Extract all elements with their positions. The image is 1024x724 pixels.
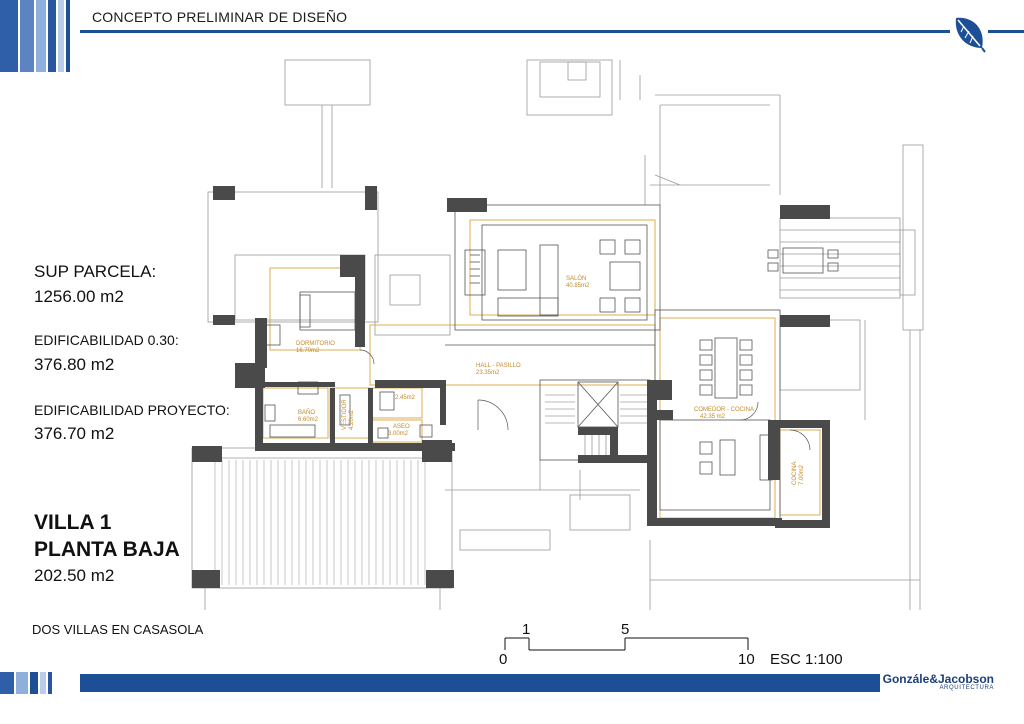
scale-label-5: 5	[621, 621, 629, 638]
leaf-logo-icon	[955, 17, 986, 53]
room-name-salon: SALÓN	[566, 275, 586, 282]
room-area-salon: 40.85m2	[566, 283, 590, 289]
header-left-stripes	[0, 0, 80, 72]
floor-area: 202.50 m2	[34, 566, 115, 585]
project-buildable-value: 376.70 m2	[34, 424, 115, 443]
room-name-dormitorio: DORMITORIO	[296, 341, 335, 347]
project-buildable-label: EDIFICABILIDAD PROYECTO:	[34, 402, 230, 418]
scale-bar	[504, 637, 749, 651]
scale-label-0: 0	[499, 651, 507, 668]
room-name-hall: HALL - PASILLO	[476, 363, 521, 369]
villa-name: VILLA 1	[34, 511, 112, 534]
project-name: DOS VILLAS EN CASASOLA	[32, 622, 204, 637]
room-area-bano: 6.60m2	[298, 417, 319, 423]
room-name-aseo: ASEO	[393, 424, 410, 430]
page-title: CONCEPTO PRELIMINAR DE DISEÑO	[92, 9, 348, 25]
room-area-hall: 23.35m2	[476, 370, 500, 376]
room-name-cocina: COCINA	[792, 462, 798, 485]
floor-name: PLANTA BAJA	[34, 538, 180, 561]
header-rule	[80, 30, 950, 33]
company-logo-subtitle: ARQUITECTURA	[939, 685, 994, 691]
room-name-bano: BAÑO	[298, 409, 315, 416]
room-area-dormitorio: 16.70m2	[296, 348, 320, 354]
room-area-closet: 2.45m2	[395, 395, 416, 401]
buildable-label: EDIFICABILIDAD 0.30:	[34, 332, 179, 348]
buildable-value: 376.80 m2	[34, 355, 115, 374]
scale-text: ESC 1:100	[770, 651, 843, 668]
room-area-aseo: 3.00m2	[388, 431, 409, 437]
room-name-comedor: COMEDOR - COCINA	[694, 407, 754, 413]
room-area-comedor: 42.35 m2	[700, 414, 726, 420]
scale-label-1: 1	[522, 621, 530, 638]
footer-band	[80, 674, 880, 692]
parcel-value: 1256.00 m2	[34, 287, 124, 306]
room-area-vestidor: 4.20m2	[349, 409, 355, 430]
company-logo-text: Gonzále&Jacobson	[882, 672, 994, 686]
header-rule-right	[988, 30, 1024, 33]
room-name-vestidor: VESTIDOR	[342, 399, 348, 430]
parcel-label: SUP PARCELA:	[34, 262, 157, 281]
scale-label-10: 10	[738, 651, 755, 668]
footer-left-stripes	[0, 672, 80, 694]
room-area-cocina: 7.00m2	[799, 464, 805, 485]
pergola-slats	[214, 460, 426, 585]
